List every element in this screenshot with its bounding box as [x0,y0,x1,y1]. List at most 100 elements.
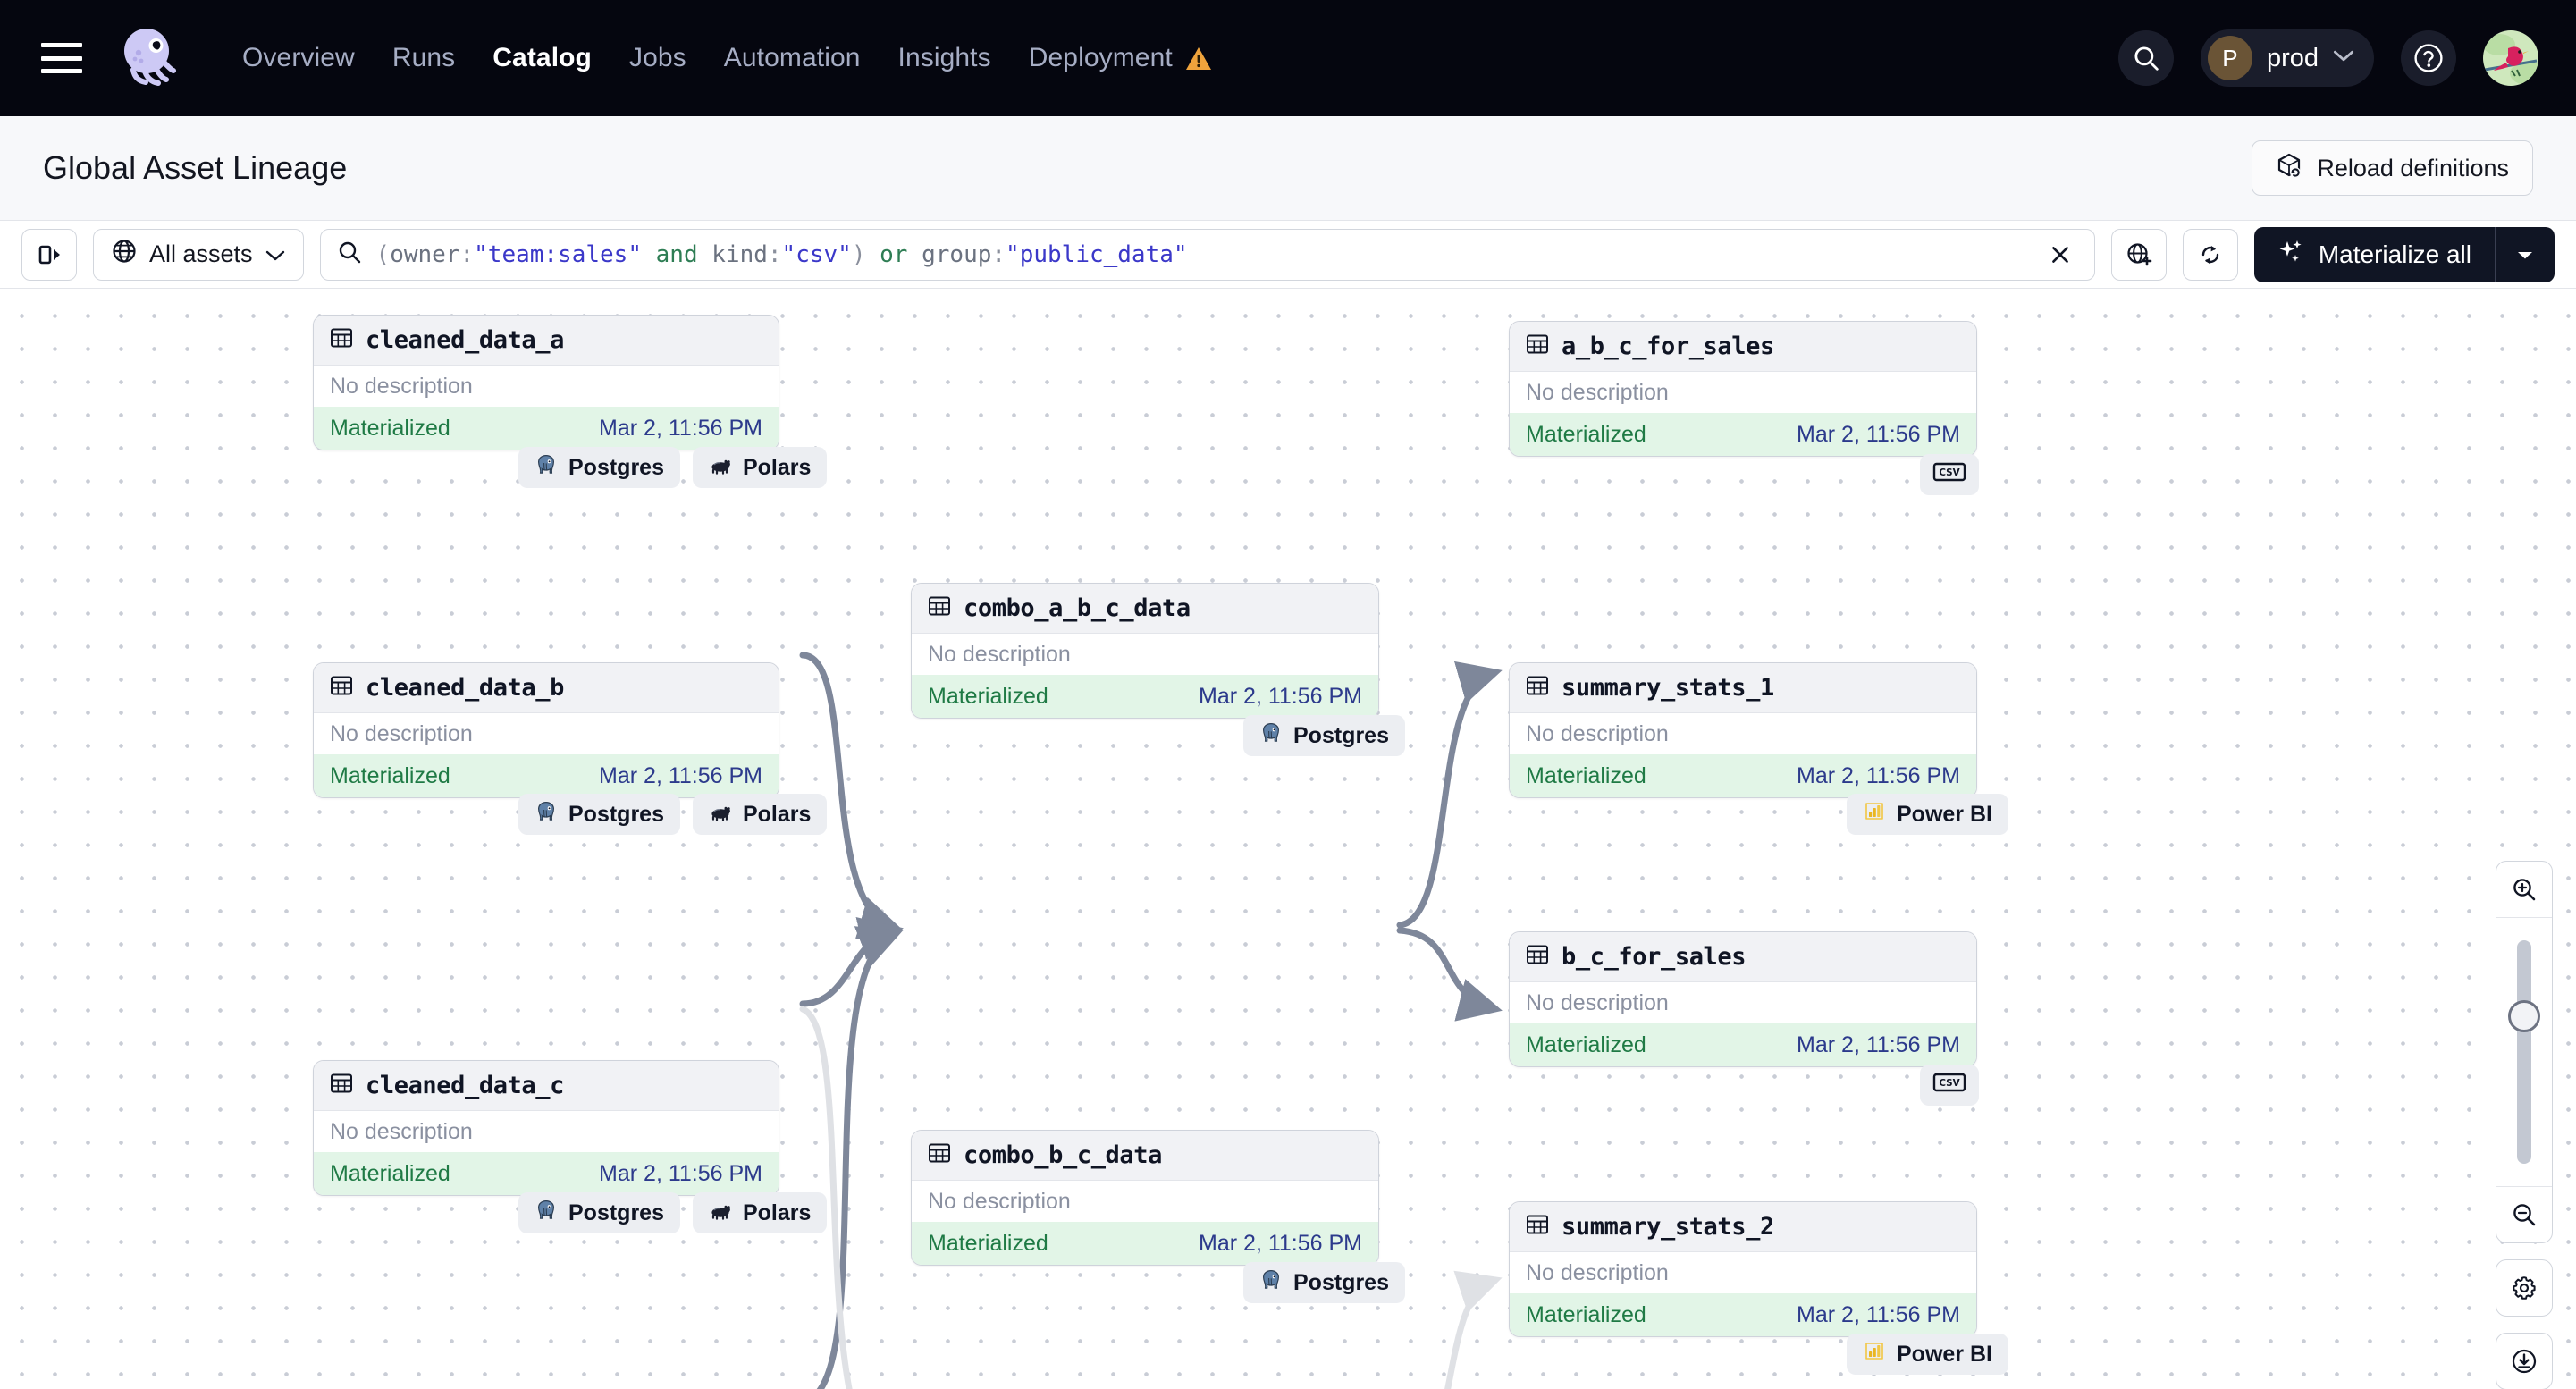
hamburger-menu-icon[interactable] [41,43,82,73]
download-circle-icon[interactable] [2496,1333,2553,1389]
gear-icon[interactable] [2496,1259,2553,1317]
kind-tag[interactable]: Power BI [1847,1334,2008,1375]
asset-query-search-input[interactable]: (owner:"team:sales" and kind:"csv") or g… [319,228,2095,281]
nav-link-automation[interactable]: Automation [723,43,861,72]
table-grid-icon [1526,943,1549,971]
kind-tag[interactable]: Postgres [518,447,680,488]
asset-node-description: No description [912,634,1378,675]
asset-node-name: summary_stats_1 [1562,674,1774,702]
chevron-down-icon [2333,49,2354,67]
asset-node-header[interactable]: summary_stats_2 [1510,1202,1976,1252]
query-token: or [865,240,922,268]
asset-node-name: b_c_for_sales [1562,943,1747,971]
zoom-slider[interactable] [2496,918,2552,1186]
dagster-octopus-logo[interactable] [116,25,182,91]
zoom-out-icon[interactable] [2496,1187,2552,1242]
expand-left-panel-icon[interactable] [21,228,77,281]
refresh-cycle-icon[interactable] [2182,228,2238,281]
kind-tag[interactable]: Postgres [1243,1262,1405,1303]
deployment-selector[interactable]: P prod [2200,29,2374,87]
kind-tag[interactable]: CSV [1920,1065,1979,1106]
query-token: : [991,240,1006,268]
reload-definitions-label: Reload definitions [2317,154,2509,181]
question-mark-icon[interactable] [2401,30,2456,86]
nav-link-catalog[interactable]: Catalog [492,43,592,72]
asset-node-header[interactable]: cleaned_data_a [314,316,779,366]
asset-node-header[interactable]: a_b_c_for_sales [1510,322,1976,372]
kind-tag[interactable]: Postgres [1243,715,1405,756]
kind-tag[interactable]: CSV [1920,454,1979,495]
search-icon[interactable] [2117,30,2174,86]
asset-scope-selector[interactable]: All assets [93,228,304,281]
kind-tag[interactable]: Power BI [1847,794,2008,835]
asset-node-description: No description [1510,372,1976,413]
query-token: ) [851,240,866,268]
table-grid-icon [928,1141,951,1169]
query-token: ( [375,240,391,268]
kind-tag-label: Polars [742,1200,812,1225]
materialize-all-button[interactable]: Materialize all [2253,226,2555,282]
kind-tag[interactable]: Polars [692,447,828,488]
asset-node-name: a_b_c_for_sales [1562,333,1774,360]
zoom-slider-thumb[interactable] [2508,1000,2540,1032]
status-badge: Materialized [1526,421,1646,447]
asset-node-header[interactable]: cleaned_data_b [314,663,779,713]
asset-node-description: No description [314,1111,779,1152]
kind-tag-label: Postgres [1293,722,1389,748]
box-refresh-icon [2276,152,2302,185]
zoom-in-icon[interactable] [2496,862,2552,917]
asset-node-header[interactable]: combo_a_b_c_data [912,584,1378,634]
status-badge: Materialized [330,1160,450,1186]
status-timestamp: Mar 2, 11:56 PM [599,762,762,788]
nav-link-jobs[interactable]: Jobs [628,43,686,72]
nav-link-deployment[interactable]: Deployment [1010,43,1231,73]
asset-node-header[interactable]: b_c_for_sales [1510,932,1976,982]
kind-tag[interactable]: Polars [692,794,828,835]
kind-tag[interactable]: Postgres [518,794,680,835]
reload-definitions-button[interactable]: Reload definitions [2252,140,2533,196]
nav-link-runs[interactable]: Runs [391,43,456,72]
materialize-divider [2495,226,2496,282]
status-timestamp: Mar 2, 11:56 PM [1797,1301,1960,1327]
postgres-elephant-icon [1259,721,1283,751]
chevron-down-icon [265,240,285,268]
user-avatar[interactable] [2483,30,2538,86]
globe-plus-icon[interactable] [2110,228,2167,281]
nav-link-insights[interactable]: Insights [897,43,991,72]
asset-node-header[interactable]: cleaned_data_c [314,1061,779,1111]
query-token: "public_data" [1006,240,1188,268]
asset-node-header[interactable]: summary_stats_1 [1510,663,1976,713]
nav-link-overview[interactable]: Overview [242,43,355,72]
asset-kind-tags: Postgres Polars [518,1192,828,1233]
divider [2496,1186,2552,1187]
asset-node-header[interactable]: combo_b_c_data [912,1131,1378,1181]
table-grid-icon [928,594,951,622]
kind-tag[interactable]: Postgres [518,1192,680,1233]
kind-tag[interactable]: Polars [692,1192,828,1233]
kind-tag-label: Polars [742,801,812,827]
status-badge: Materialized [1526,1301,1646,1327]
asset-node-name: summary_stats_2 [1562,1213,1774,1241]
asset-node-description: No description [314,366,779,407]
status-timestamp: Mar 2, 11:56 PM [1199,1230,1362,1256]
materialize-all-main[interactable]: Materialize all [2254,238,2495,271]
caret-down-icon[interactable] [2496,248,2555,261]
warning-triangle-icon [1185,46,1212,71]
zoom-slider-group [2496,861,2553,1243]
close-x-icon[interactable] [2042,237,2078,273]
postgres-elephant-icon [535,800,558,829]
postgres-elephant-icon [535,453,558,483]
